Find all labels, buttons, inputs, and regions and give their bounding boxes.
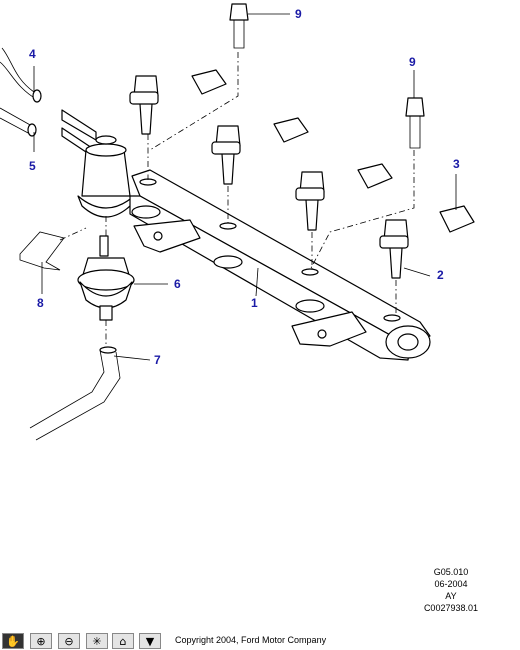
injector-clip-1 [191, 69, 227, 95]
home-icon: ⌂ [119, 634, 127, 648]
fuel-hose-5 [0, 107, 37, 137]
fuel-hose-7 [29, 346, 121, 441]
callout-8: 8 [37, 296, 44, 310]
retaining-clip-8 [19, 231, 65, 271]
pressure-damper [61, 109, 135, 218]
fuel-injector-1 [129, 75, 159, 135]
zoom-out-icon: ⊖ [64, 634, 74, 648]
injector-clip-4 [439, 205, 475, 233]
fuel-injector-3 [295, 171, 325, 231]
callout-7: 7 [154, 353, 161, 367]
bolt-9-right [405, 97, 425, 149]
zoom-in-icon: ⊕ [36, 634, 46, 648]
callout-9-top: 9 [295, 7, 302, 21]
callout-2: 2 [437, 268, 444, 282]
fit-view-button[interactable]: ✳ [86, 633, 108, 649]
injector-clip-3 [357, 163, 393, 189]
zoom-out-button[interactable]: ⊖ [58, 633, 80, 649]
fuel-rail [129, 169, 431, 361]
hand-icon: ✋ [6, 634, 20, 648]
bolt-9-left [229, 3, 249, 49]
callout-1: 1 [251, 296, 258, 310]
fuel-hose-4 [0, 47, 42, 103]
diagram-date: 06-2004 [434, 579, 468, 589]
menu-dropdown-button[interactable]: ▼ [139, 633, 161, 649]
callout-3: 3 [453, 157, 460, 171]
callout-6: 6 [174, 277, 181, 291]
viewer-toolbar: ✋ ⊕ ⊖ ✳ ⌂ ▼ Copyright 2004, Ford Motor C… [0, 632, 520, 650]
fuel-rail-exploded-diagram: 4 5 1 2 3 6 7 8 9 9 [0, 3, 475, 441]
callout-5: 5 [29, 159, 36, 173]
pan-tool-button[interactable]: ✋ [2, 633, 24, 649]
fuel-pressure-regulator [77, 235, 135, 321]
fuel-injector-2 [211, 125, 241, 185]
zoom-in-button[interactable]: ⊕ [30, 633, 52, 649]
diagram-revision: AY [445, 591, 457, 601]
diagram-metadata: G05.010 06-2004 AY C0027938.01 [424, 566, 478, 614]
copyright-notice: Copyright 2004, Ford Motor Company [175, 635, 327, 645]
diagram-reference: C0027938.01 [423, 603, 478, 613]
callout-4: 4 [29, 47, 36, 61]
callout-9-right: 9 [409, 55, 416, 69]
alignment-lines [59, 52, 415, 346]
injector-clip-2 [273, 117, 309, 143]
fit-view-icon: ✳ [92, 634, 102, 648]
home-button[interactable]: ⌂ [112, 633, 134, 649]
triangle-down-icon: ▼ [145, 634, 155, 648]
fuel-injector-4 [379, 219, 409, 279]
diagram-code: G05.010 [433, 567, 469, 577]
leader-lines [33, 13, 457, 361]
